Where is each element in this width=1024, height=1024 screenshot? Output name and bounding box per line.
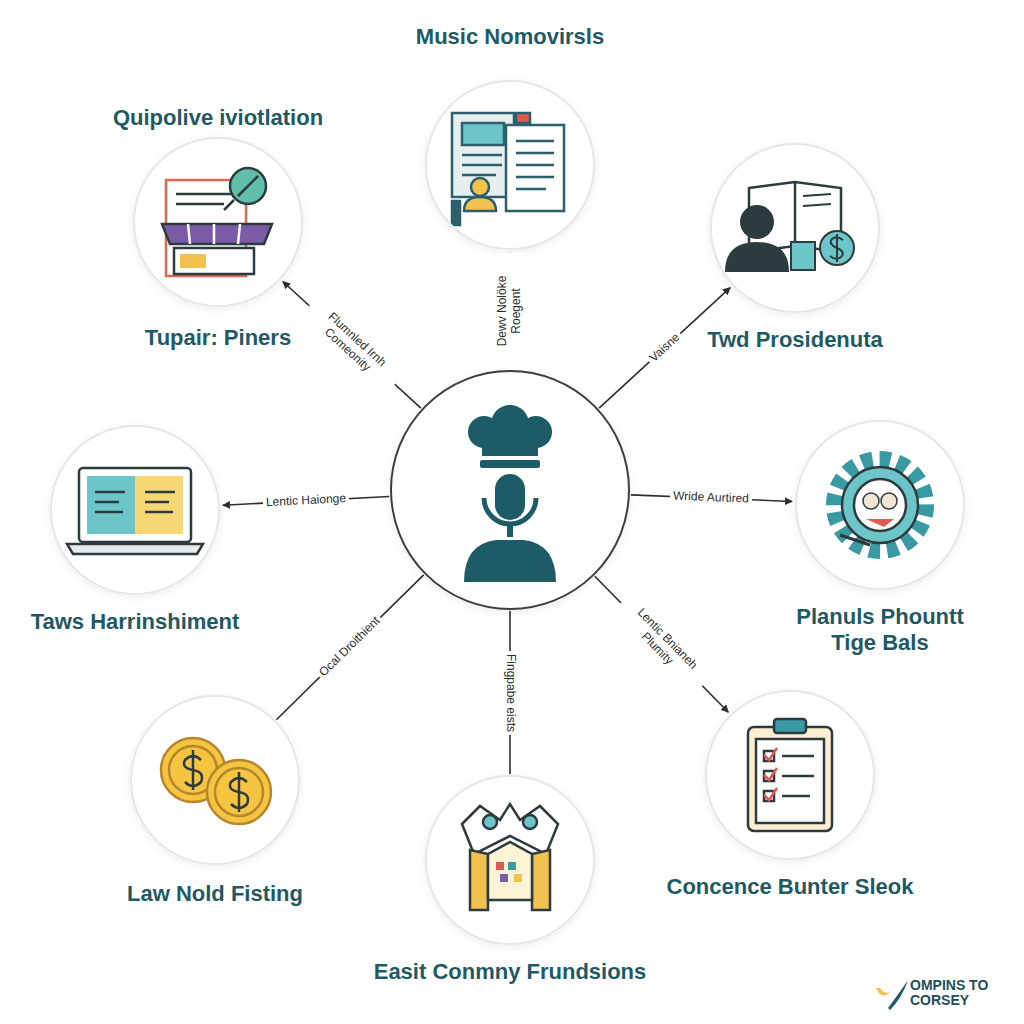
node-label: Taws Harrinshiment (31, 609, 240, 635)
community-icon (462, 804, 558, 910)
node-label: Tupair: Piners (145, 325, 291, 351)
documents-icon (452, 113, 564, 225)
chef-mic-icon (464, 405, 556, 582)
node-label: Concence Bunter Sleok (667, 874, 914, 900)
edge-label: Ocal Droithient (314, 612, 386, 683)
watermark: OMPINS TO CORSEY (910, 978, 1000, 1007)
concept-node: Taws Harrinshiment (31, 425, 240, 635)
clipboard-icon (748, 719, 832, 831)
logo-mark (876, 980, 908, 1010)
node-circle (705, 690, 875, 860)
node-circle (425, 775, 595, 945)
node-circle (795, 420, 965, 590)
node-circle (130, 695, 300, 865)
node-circle (50, 425, 220, 595)
concept-node: Quipolive iviotlationTupair: Piners (113, 105, 323, 352)
edge-label: Dewv Nolöke Roegent (495, 253, 525, 369)
edge-label: Lentic Bnianeh Plumity (610, 593, 712, 696)
node-label: Music Nomovirsls (416, 24, 604, 50)
node-circle (425, 80, 595, 250)
concept-node (390, 370, 630, 610)
connector-arrow (595, 576, 729, 712)
concept-node: Law Nold Fisting (127, 695, 303, 907)
edge-label: Flumnled Irnh Comeonity (299, 295, 404, 395)
concept-node: Concence Bunter Sleok (667, 690, 914, 900)
node-label: Planuls Phountt Tige Bals (775, 604, 985, 657)
node-label: Law Nold Fisting (127, 881, 303, 907)
connector-arrow (283, 282, 421, 409)
node-label: Easit Conmny Frundsions (374, 959, 647, 985)
laptop-icon (67, 468, 203, 554)
storefront-icon (162, 168, 272, 276)
node-label: Quipolive iviotlation (113, 105, 323, 131)
node-circle (710, 143, 880, 313)
concept-node: Twd Prosidenuta (707, 143, 883, 353)
edge-label: Fingpabe eists (502, 650, 518, 734)
connector-arrow (276, 575, 423, 720)
edge-label: Lentic Haionge (263, 491, 350, 511)
gear-icon (834, 459, 926, 551)
node-circle (390, 370, 630, 610)
edge-label: Wride Aurtired (670, 489, 752, 508)
concept-node: Easit Conmny Frundsions (374, 775, 647, 985)
concept-node: Music Nomovirsls (416, 24, 604, 250)
concept-node: Planuls Phountt Tige Bals (775, 420, 985, 657)
coins-icon (161, 738, 271, 824)
node-label: Twd Prosidenuta (707, 327, 883, 353)
node-circle (133, 137, 303, 307)
advisor-icon (725, 182, 854, 272)
edge-label: Vaisne (644, 328, 685, 368)
